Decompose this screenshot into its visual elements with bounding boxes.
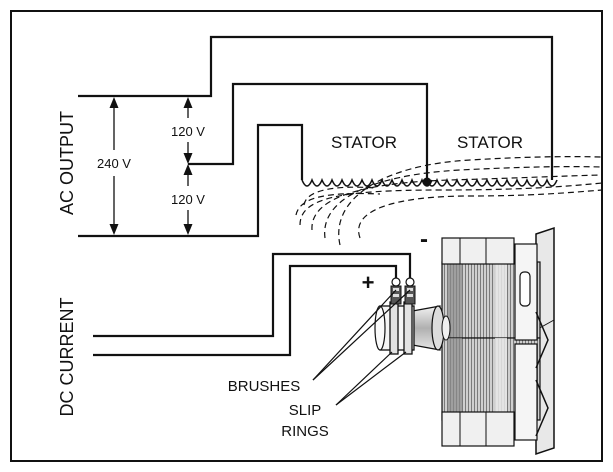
slip-rings	[374, 301, 415, 355]
center-tap-node	[422, 177, 432, 187]
brushes-label: BRUSHES	[228, 378, 301, 395]
voltage-arrows	[109, 97, 193, 235]
slip-label: SLIP	[289, 402, 322, 419]
generator-rotor-assembly	[374, 226, 555, 456]
brushes	[390, 277, 416, 305]
dc-wiring	[93, 252, 412, 357]
voltage-120-top: 120 V	[171, 124, 205, 139]
rotor-slot	[519, 271, 531, 307]
dc-current-label: DC CURRENT	[57, 298, 77, 417]
leader-lines	[312, 289, 411, 406]
stator-label-right: STATOR	[457, 133, 523, 152]
outer-frame	[10, 10, 603, 462]
dc-minus-sign: -	[420, 226, 428, 253]
magnetic-flux-lines	[295, 156, 602, 246]
rings-label: RINGS	[281, 423, 329, 440]
stator-coils	[301, 177, 558, 187]
ac-wiring	[78, 35, 554, 238]
stator-label-left: STATOR	[331, 133, 397, 152]
voltage-240: 240 V	[97, 156, 131, 171]
dc-plus-sign: +	[362, 270, 375, 295]
ac-output-label: AC OUTPUT	[57, 111, 77, 215]
voltage-120-bottom: 120 V	[171, 192, 205, 207]
